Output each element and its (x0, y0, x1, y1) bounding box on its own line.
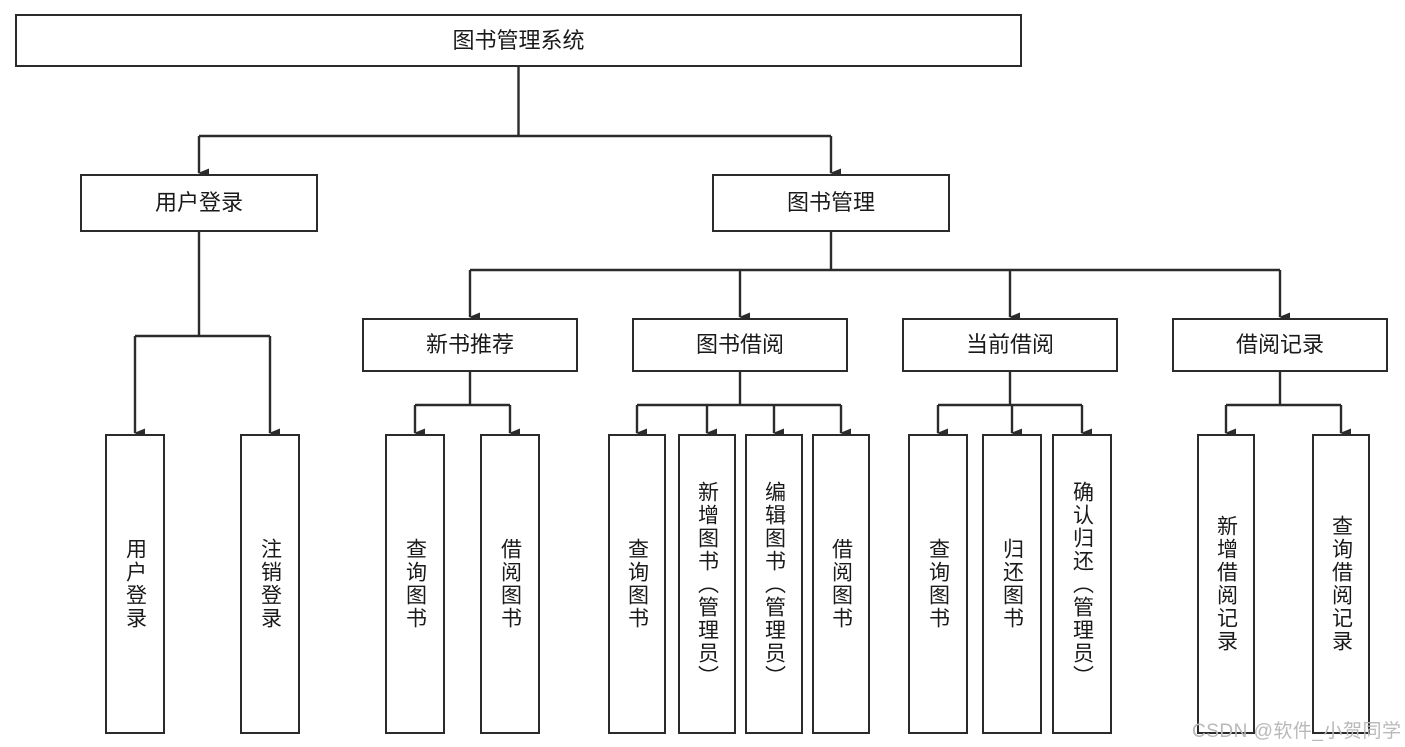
node-label-leaf_edit_book: 编辑图书（管理员） (762, 480, 786, 688)
node-leaf_query_book_2[interactable]: 查询图书 (608, 434, 666, 734)
node-label-user_login: 用户登录 (154, 190, 243, 216)
node-current_borrow[interactable]: 当前借阅 (902, 318, 1118, 372)
node-label-leaf_borrow_book_2: 借阅图书 (829, 538, 853, 630)
node-leaf_borrow_book_2[interactable]: 借阅图书 (812, 434, 870, 734)
node-label-leaf_query_record: 查询借阅记录 (1329, 515, 1353, 653)
node-label-current_borrow: 当前借阅 (965, 332, 1054, 358)
node-borrow_record[interactable]: 借阅记录 (1172, 318, 1388, 372)
node-user_login[interactable]: 用户登录 (80, 174, 318, 232)
node-leaf_user_logout[interactable]: 注销登录 (240, 434, 300, 734)
node-label-new_book_rec: 新书推荐 (425, 332, 514, 358)
node-book_borrow[interactable]: 图书借阅 (632, 318, 848, 372)
node-label-book_manage: 图书管理 (786, 190, 875, 216)
node-label-leaf_add_record: 新增借阅记录 (1214, 515, 1238, 653)
node-leaf_add_record[interactable]: 新增借阅记录 (1197, 434, 1255, 734)
node-label-borrow_record: 借阅记录 (1235, 332, 1324, 358)
node-leaf_confirm_return[interactable]: 确认归还（管理员） (1052, 434, 1112, 734)
node-leaf_query_record[interactable]: 查询借阅记录 (1312, 434, 1370, 734)
node-leaf_user_login[interactable]: 用户登录 (105, 434, 165, 734)
node-label-leaf_borrow_book_1: 借阅图书 (498, 538, 522, 630)
node-label-root: 图书管理系统 (452, 27, 585, 53)
node-label-leaf_user_login: 用户登录 (123, 538, 147, 630)
node-label-leaf_confirm_return: 确认归还（管理员） (1070, 480, 1094, 688)
node-leaf_query_book_1[interactable]: 查询图书 (385, 434, 445, 734)
node-new_book_rec[interactable]: 新书推荐 (362, 318, 578, 372)
node-label-leaf_query_book_3: 查询图书 (926, 538, 950, 630)
node-label-leaf_query_book_2: 查询图书 (625, 538, 649, 630)
node-leaf_add_book[interactable]: 新增图书（管理员） (678, 434, 736, 734)
node-label-leaf_return_book: 归还图书 (1000, 538, 1024, 630)
node-label-leaf_query_book_1: 查询图书 (403, 538, 427, 630)
node-label-leaf_add_book: 新增图书（管理员） (695, 480, 719, 688)
node-label-leaf_user_logout: 注销登录 (258, 538, 282, 630)
node-leaf_edit_book[interactable]: 编辑图书（管理员） (745, 434, 803, 734)
node-leaf_return_book[interactable]: 归还图书 (982, 434, 1042, 734)
node-root[interactable]: 图书管理系统 (15, 14, 1022, 67)
node-leaf_borrow_book_1[interactable]: 借阅图书 (480, 434, 540, 734)
node-leaf_query_book_3[interactable]: 查询图书 (908, 434, 968, 734)
node-book_manage[interactable]: 图书管理 (712, 174, 950, 232)
edge-paths (133, 67, 1351, 438)
node-label-book_borrow: 图书借阅 (695, 332, 784, 358)
